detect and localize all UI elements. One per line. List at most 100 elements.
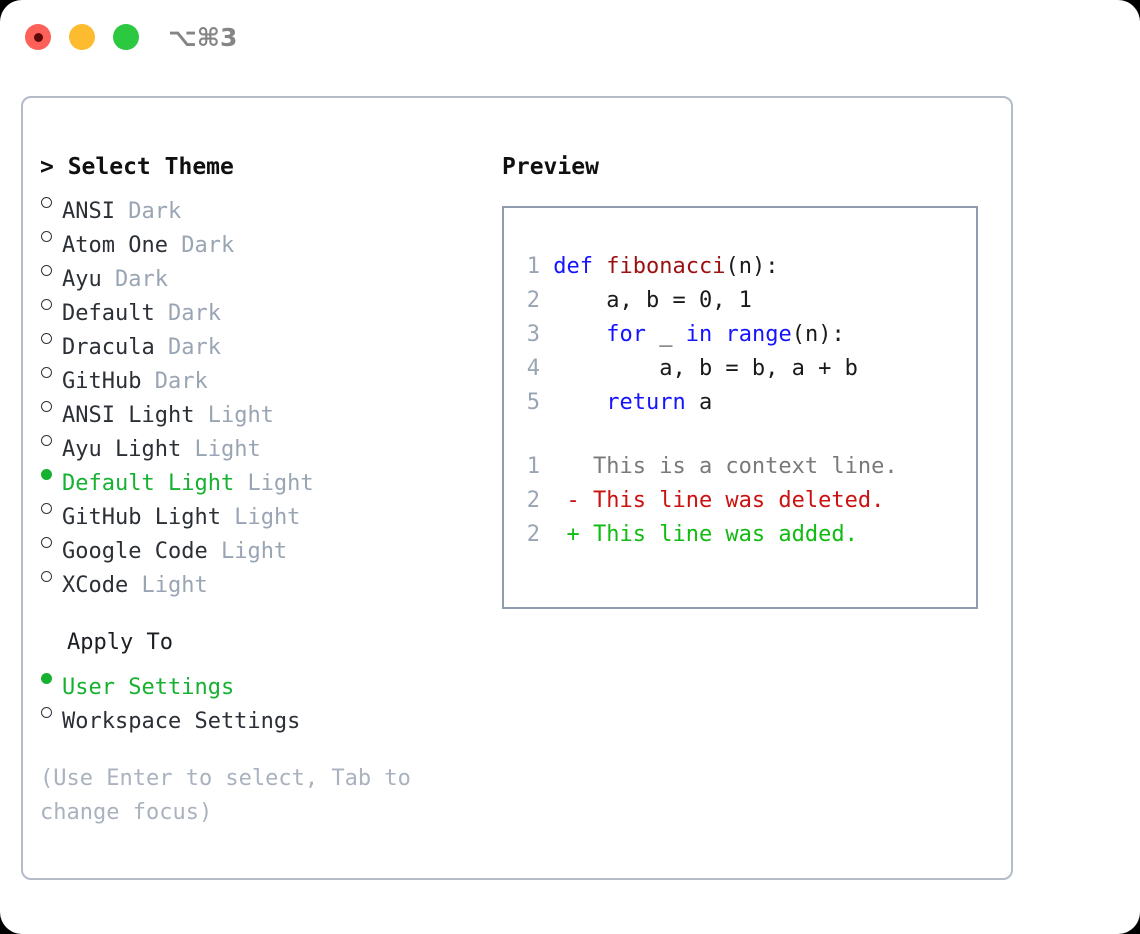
theme-option-github-light[interactable]: GitHub Light Light bbox=[40, 490, 490, 530]
theme-option-default[interactable]: Default Dark bbox=[40, 286, 490, 326]
spacer bbox=[155, 331, 168, 365]
diff-block: 1 This is a context line.2 - This line w… bbox=[516, 450, 898, 552]
theme-variant-tag: Light bbox=[207, 403, 274, 428]
spacer bbox=[234, 467, 247, 501]
radio-unselected-icon[interactable] bbox=[40, 218, 62, 252]
code-token: fibonacci bbox=[606, 254, 726, 279]
spacer bbox=[540, 288, 553, 313]
theme-option-label: Ayu bbox=[62, 267, 102, 292]
radio-unselected-icon[interactable] bbox=[40, 354, 62, 388]
preview-column: Preview 1 def fibonacci(n):2 a, b = 0, 1… bbox=[502, 150, 992, 609]
line-number: 2 bbox=[526, 522, 540, 547]
theme-variant-tag: Light bbox=[220, 539, 288, 564]
code-token: in bbox=[685, 322, 713, 347]
line-number: 2 bbox=[526, 488, 540, 513]
theme-option-label: Dracula bbox=[62, 335, 155, 360]
code-token: (n): bbox=[791, 322, 845, 347]
theme-option-label: Atom One bbox=[62, 233, 168, 258]
theme-variant-tag: Light bbox=[234, 505, 301, 530]
code-token: range bbox=[725, 322, 792, 347]
theme-option-label: Default bbox=[62, 301, 155, 326]
radio-unselected-icon[interactable] bbox=[40, 694, 62, 728]
diff-line-add: 2 + This line was added. bbox=[516, 518, 898, 552]
diff-marker: - bbox=[540, 488, 593, 513]
title-bar: ⌥⌘3 bbox=[0, 0, 1140, 78]
spacer bbox=[540, 322, 553, 347]
code-line: 3 for _ in range(n): bbox=[516, 318, 898, 352]
theme-variant-tag: Dark bbox=[154, 369, 208, 394]
minimize-button[interactable] bbox=[69, 24, 95, 50]
theme-option-ayu-light[interactable]: Ayu Light Light bbox=[40, 422, 490, 462]
theme-option-label: XCode bbox=[62, 573, 129, 598]
code-token bbox=[712, 322, 725, 347]
theme-variant-tag: Dark bbox=[128, 199, 182, 224]
theme-option-label: Ayu Light bbox=[62, 437, 182, 462]
theme-option-label: GitHub bbox=[62, 369, 142, 394]
apply-to-heading: Apply To bbox=[67, 630, 173, 655]
line-number: 4 bbox=[526, 356, 540, 381]
spacer bbox=[194, 399, 207, 433]
diff-text: This line was deleted. bbox=[592, 488, 885, 513]
help-hint: (Use Enter to select, Tab to change focu… bbox=[40, 766, 411, 825]
spacer bbox=[181, 433, 194, 467]
radio-unselected-icon[interactable] bbox=[40, 524, 62, 558]
code-token: def bbox=[553, 254, 607, 279]
radio-unselected-icon[interactable] bbox=[40, 320, 62, 354]
code-token: a, b = b, a + b bbox=[553, 356, 858, 381]
theme-option-github[interactable]: GitHub Dark bbox=[40, 354, 490, 394]
theme-variant-tag: Dark bbox=[115, 267, 168, 292]
theme-option-label: ANSI Light bbox=[62, 403, 195, 428]
code-line: 5 return a bbox=[516, 386, 898, 420]
radio-unselected-icon[interactable] bbox=[40, 422, 62, 456]
window-controls bbox=[25, 24, 139, 50]
code-token bbox=[553, 322, 606, 347]
code-token: for bbox=[606, 322, 646, 347]
radio-selected-icon[interactable] bbox=[40, 456, 62, 490]
spacer bbox=[540, 254, 553, 279]
radio-unselected-icon[interactable] bbox=[40, 490, 62, 524]
theme-option-google-code[interactable]: Google Code Light bbox=[40, 524, 490, 564]
spacer bbox=[168, 229, 181, 263]
apply-to-option-user-settings[interactable]: User Settings bbox=[40, 660, 490, 700]
theme-variant-tag: Dark bbox=[167, 335, 221, 360]
theme-option-label: ANSI bbox=[62, 199, 115, 224]
theme-variant-tag: Light bbox=[141, 573, 208, 598]
spacer bbox=[540, 356, 553, 381]
theme-option-ansi[interactable]: ANSI Dark bbox=[40, 184, 490, 224]
spacer bbox=[208, 535, 221, 569]
radio-unselected-icon[interactable] bbox=[40, 558, 62, 592]
diff-line-del: 2 - This line was deleted. bbox=[516, 484, 898, 518]
line-number: 2 bbox=[526, 288, 540, 313]
theme-option-label: GitHub Light bbox=[62, 505, 221, 530]
theme-variant-tag: Light bbox=[247, 471, 314, 496]
diff-marker bbox=[540, 454, 593, 479]
apply-to-option-workspace-settings[interactable]: Workspace Settings bbox=[40, 694, 490, 734]
theme-option-ansi-light[interactable]: ANSI Light Light bbox=[40, 388, 490, 428]
theme-option-ayu[interactable]: Ayu Dark bbox=[40, 252, 490, 292]
radio-unselected-icon[interactable] bbox=[40, 286, 62, 320]
radio-selected-icon[interactable] bbox=[40, 660, 62, 694]
radio-unselected-icon[interactable] bbox=[40, 252, 62, 286]
code-token bbox=[553, 390, 606, 415]
line-number: 5 bbox=[526, 390, 540, 415]
apply-to-option-label: User Settings bbox=[62, 675, 235, 700]
theme-option-dracula[interactable]: Dracula Dark bbox=[40, 320, 490, 360]
spacer bbox=[155, 297, 168, 331]
theme-option-default-light[interactable]: Default Light Light bbox=[40, 456, 490, 496]
code-token: (n): bbox=[725, 254, 779, 279]
spacer bbox=[516, 420, 898, 450]
spacer bbox=[540, 390, 553, 415]
maximize-button[interactable] bbox=[113, 24, 139, 50]
radio-unselected-icon[interactable] bbox=[40, 184, 62, 218]
close-button[interactable] bbox=[25, 24, 51, 50]
theme-option-atom-one[interactable]: Atom One Dark bbox=[40, 218, 490, 258]
radio-unselected-icon[interactable] bbox=[40, 388, 62, 422]
theme-option-xcode[interactable]: XCode Light bbox=[40, 558, 490, 598]
code-token: a, b = 0, 1 bbox=[553, 288, 752, 313]
